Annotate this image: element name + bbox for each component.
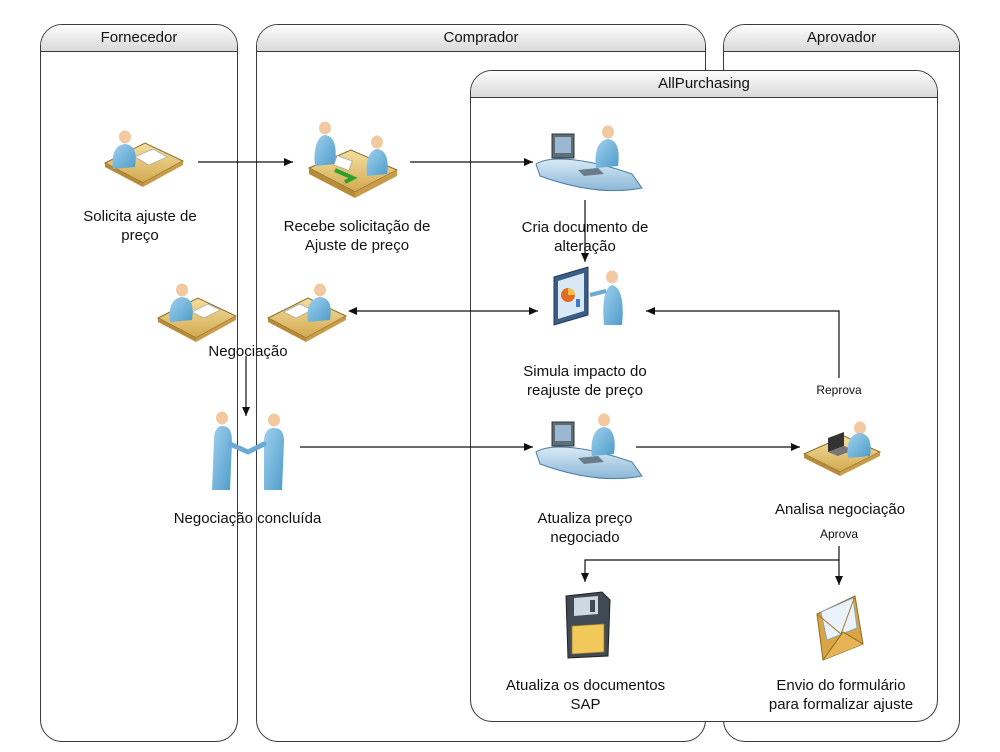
edge-label-aprova: Aprova <box>819 527 859 541</box>
step-simula-label: Simula impacto do reajuste de preço <box>523 363 647 399</box>
step-concluida-label: Negociação concluída <box>173 510 322 527</box>
step-recebe-label: Recebe solicitação de Ajuste de preço <box>283 218 431 254</box>
step-analisa-label: Analisa negociação <box>774 501 906 518</box>
edge-reprova <box>646 307 840 378</box>
lane-title-fornecedor: Fornecedor <box>41 25 237 52</box>
lane-fornecedor: Fornecedor <box>40 24 238 742</box>
handshake-icon <box>212 411 284 490</box>
lane-title-aprovador: Aprovador <box>724 25 959 52</box>
person-at-desk-icon <box>103 130 185 187</box>
step-atualiza-preco-label: Atualiza preço negociado <box>537 510 633 546</box>
step-cria-label: Cria documento de alteração <box>521 219 649 255</box>
person-presenting-chart-icon <box>553 266 623 326</box>
lane-title-comprador: Comprador <box>257 25 705 52</box>
edge-label-reprova: Reprova <box>816 383 862 397</box>
person-at-desk-icon <box>156 283 238 342</box>
envelope-icon <box>816 595 864 661</box>
step-atualiza-sap-label: Atualiza os documentos SAP <box>505 677 666 713</box>
step-negociacao-label: Negociação <box>208 343 288 360</box>
person-at-computer-icon <box>535 413 643 480</box>
step-solicita-label: Solicita ajuste de preço <box>83 208 197 244</box>
step-envio-label: Envio do formulário para formalizar ajus… <box>768 677 914 713</box>
person-at-computer-icon <box>535 125 643 192</box>
edge-aprova-sap <box>581 559 839 582</box>
lane-title-allpurchasing: AllPurchasing <box>471 71 937 98</box>
floppy-disk-icon <box>565 591 611 659</box>
person-at-laptop-icon <box>802 421 882 476</box>
person-at-desk-icon <box>266 283 348 342</box>
two-people-meeting-icon <box>307 121 399 198</box>
